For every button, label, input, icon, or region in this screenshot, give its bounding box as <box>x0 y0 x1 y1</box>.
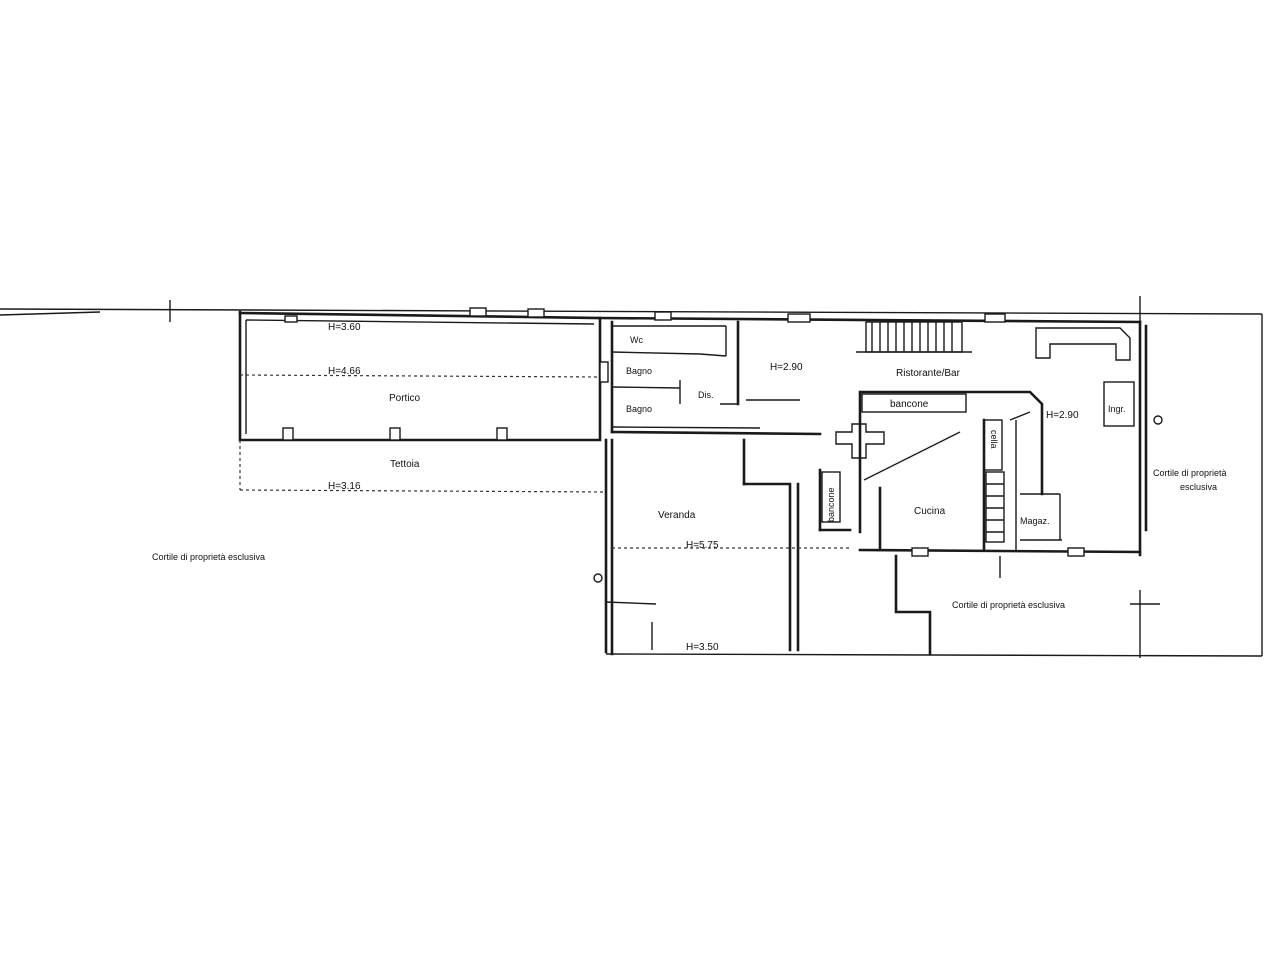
restaurant-block <box>818 313 1148 578</box>
label-courtyard-bottom: Cortile di proprietà esclusiva <box>952 600 1065 610</box>
label-cella: cella <box>989 430 999 449</box>
label-courtyard-right-1: Cortile di proprietà <box>1153 468 1227 478</box>
label-portico: Portico <box>389 393 421 404</box>
label-bagno-1: Bagno <box>626 366 652 376</box>
staircase-top <box>856 321 972 353</box>
label-cucina: Cucina <box>914 506 946 517</box>
label-bar-height: H=2.90 <box>1046 410 1079 421</box>
label-dis: Dis. <box>698 390 714 400</box>
label-room-height: H=2.90 <box>770 362 803 373</box>
label-bancone-2: bancone <box>826 487 836 522</box>
label-bancone-1: bancone <box>890 399 929 410</box>
label-courtyard-right-2: esclusiva <box>1180 482 1217 492</box>
label-magaz: Magaz. <box>1020 516 1050 526</box>
label-veranda-height: H=5.75 <box>686 540 719 551</box>
site-boundary <box>0 300 1263 657</box>
label-wc: Wc <box>630 335 643 345</box>
level-markers <box>593 296 1163 658</box>
label-tettoia-height: H=3.16 <box>328 481 361 492</box>
veranda-block <box>604 438 932 656</box>
label-ristorante-bar: Ristorante/Bar <box>896 368 961 379</box>
label-tettoia: Tettoia <box>390 459 420 470</box>
label-portico-height-top: H=3.60 <box>328 322 361 333</box>
label-ingresso: Ingr. <box>1108 404 1126 414</box>
portico-block <box>238 307 607 493</box>
label-lower-height: H=3.50 <box>686 642 719 653</box>
label-courtyard-left: Cortile di proprietà esclusiva <box>152 552 265 562</box>
label-veranda: Veranda <box>658 510 696 521</box>
service-rooms <box>598 311 1142 436</box>
label-portico-height-mid: H=4.66 <box>328 366 361 377</box>
label-bagno-2: Bagno <box>626 404 652 414</box>
